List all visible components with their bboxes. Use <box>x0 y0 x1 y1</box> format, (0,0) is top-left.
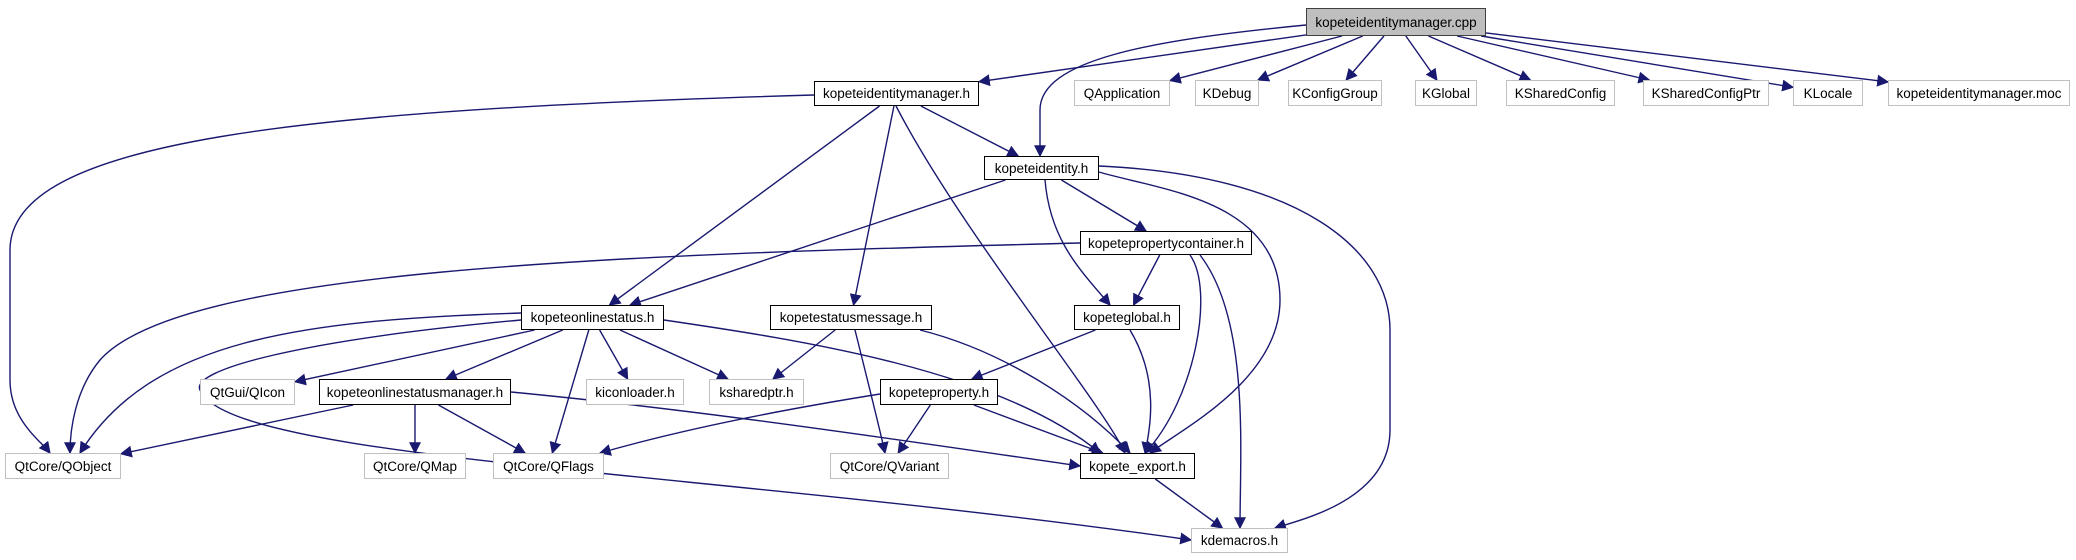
node-label: KSharedConfigPtr <box>1651 85 1761 101</box>
edge-onl_h-to-kshptr <box>619 329 729 380</box>
node-label: kopeteglobal.h <box>1083 310 1171 325</box>
edge-export_h-to-kdemacros <box>1154 478 1224 529</box>
edge-ident_h-to-glob_h <box>1044 179 1111 306</box>
node-cpp[interactable]: kopeteidentitymanager.cpp <box>1306 8 1486 36</box>
node-label: kopeteidentitymanager.cpp <box>1315 14 1477 30</box>
node-label: kopeteproperty.h <box>888 384 990 400</box>
edge-propc_h-to-glob_h <box>1132 254 1161 307</box>
node-kicon: kiconloader.h <box>586 379 684 405</box>
node-prop_h[interactable]: kopeteproperty.h <box>880 379 998 405</box>
edge-onl_h-to-qflags <box>549 329 590 455</box>
edge-prop_h-to-qflags <box>598 393 881 456</box>
node-label: kopetepropertycontainer.h <box>1087 235 1245 251</box>
node-label: QtGui/QIcon <box>209 384 286 400</box>
node-qflags: QtCore/QFlags <box>493 453 604 479</box>
node-label: KSharedConfig <box>1514 85 1607 101</box>
edge-cpp-to-idmgr_h <box>977 34 1307 87</box>
edge-ident_h-to-propc_h <box>1061 179 1148 232</box>
edge-prop_h-to-qvariant <box>897 404 931 454</box>
edge-onl_h-to-export_h <box>663 319 1101 454</box>
edge-onlmgr_h-to-qobject <box>119 404 354 458</box>
edge-cpp-to-kdebug <box>1256 35 1363 82</box>
edge-idmgr_h-to-export_h <box>895 105 1126 455</box>
node-qobject: QtCore/QObject <box>5 453 121 479</box>
node-kshptr: ksharedptr.h <box>709 379 804 405</box>
edge-glob_h-to-prop_h <box>970 329 1096 381</box>
node-qvariant: QtCore/QVariant <box>830 453 949 479</box>
edge-cpp-to-kcfggrp <box>1345 35 1385 81</box>
edge-glob_h-to-export_h <box>1129 329 1154 455</box>
node-label: QtCore/QMap <box>372 458 458 474</box>
node-label: KConfigGroup <box>1292 85 1378 101</box>
edge-smsg_h-to-kshptr <box>772 329 836 380</box>
node-label: KDebug <box>1202 85 1252 101</box>
node-propc_h[interactable]: kopetepropertycontainer.h <box>1080 231 1252 255</box>
edge-idmgr_h-to-ident_h <box>920 105 1020 157</box>
node-kcfggrp: KConfigGroup <box>1288 80 1382 106</box>
edge-cpp-to-kshcfg <box>1428 35 1532 82</box>
node-onl_h[interactable]: kopeteonlinestatus.h <box>521 305 664 330</box>
node-label: kopeteidentitymanager.moc <box>1896 85 2062 101</box>
edge-cpp-to-qapp <box>1168 35 1343 84</box>
node-kdebug: KDebug <box>1195 80 1259 106</box>
node-glob_h[interactable]: kopeteglobal.h <box>1074 305 1180 330</box>
edge-onl_h-to-kdemacros <box>198 319 1193 545</box>
edge-onlmgr_h-to-qflags <box>438 404 527 454</box>
node-label: ksharedptr.h <box>719 384 794 400</box>
node-onlmgr_h[interactable]: kopeteonlinestatusmanager.h <box>319 379 511 405</box>
node-klocale: KLocale <box>1793 80 1863 106</box>
node-label: kopetestatusmessage.h <box>779 310 923 325</box>
edge-ident_h-to-onl_h <box>628 179 1006 308</box>
edge-prop_h-to-export_h <box>973 404 1104 455</box>
edge-cpp-to-ident_h <box>1034 24 1307 158</box>
node-label: QtCore/QVariant <box>839 458 940 474</box>
edge-propc_h-to-qobject <box>64 242 1081 455</box>
edge-idmgr_h-to-smsg_h <box>849 105 895 307</box>
node-label: kopeteidentity.h <box>994 160 1089 176</box>
edge-smsg_h-to-qvariant <box>854 329 889 455</box>
node-label: kopeteonlinestatus.h <box>530 310 655 325</box>
node-smsg_h[interactable]: kopetestatusmessage.h <box>770 305 932 330</box>
edge-ident_h-to-export_h <box>1098 171 1281 454</box>
node-idmgr_h[interactable]: kopeteidentitymanager.h <box>814 81 979 106</box>
edge-cpp-to-kshcfgptr <box>1456 35 1651 84</box>
node-label: kiconloader.h <box>595 384 675 400</box>
node-label: QApplication <box>1083 85 1161 101</box>
node-qmap: QtCore/QMap <box>364 453 466 479</box>
node-label: KGlobal <box>1421 85 1471 101</box>
node-export_h[interactable]: kopete_export.h <box>1080 453 1195 479</box>
node-qicon: QtGui/QIcon <box>200 379 295 405</box>
node-label: kopeteonlinestatusmanager.h <box>326 384 504 400</box>
edge-onl_h-to-onlmgr_h <box>444 329 563 381</box>
node-ident_h[interactable]: kopeteidentity.h <box>984 156 1099 180</box>
node-moc: kopeteidentitymanager.moc <box>1888 80 2070 106</box>
edge-onl_h-to-kicon <box>599 329 629 381</box>
edge-ident_h-to-kdemacros <box>1098 165 1391 531</box>
node-kglobal: KGlobal <box>1415 80 1477 106</box>
node-kdemacros: kdemacros.h <box>1191 528 1288 553</box>
edge-onl_h-to-qobject <box>79 312 522 455</box>
edge-propc_h-to-kdemacros <box>1199 254 1247 530</box>
edge-onl_h-to-qicon <box>293 329 535 386</box>
edge-smsg_h-to-export_h <box>919 329 1131 454</box>
node-kshcfg: KSharedConfig <box>1506 80 1615 106</box>
node-label: kopete_export.h <box>1089 458 1186 474</box>
node-label: QtCore/QObject <box>14 458 112 474</box>
node-label: kdemacros.h <box>1200 533 1279 548</box>
node-label: KLocale <box>1803 85 1853 101</box>
node-label: kopeteidentitymanager.h <box>822 86 971 101</box>
edge-idmgr_h-to-onl_h <box>608 105 880 306</box>
edge-cpp-to-moc <box>1485 32 1890 87</box>
edge-idmgr_h-to-qobject <box>9 94 815 454</box>
node-qapp: QApplication <box>1074 80 1170 106</box>
node-label: QtCore/QFlags <box>503 458 594 474</box>
edge-cpp-to-kglobal <box>1405 35 1438 81</box>
node-kshcfgptr: KSharedConfigPtr <box>1643 80 1769 106</box>
edge-cpp-to-klocale <box>1481 35 1795 92</box>
edge-propc_h-to-export_h <box>1144 254 1202 454</box>
